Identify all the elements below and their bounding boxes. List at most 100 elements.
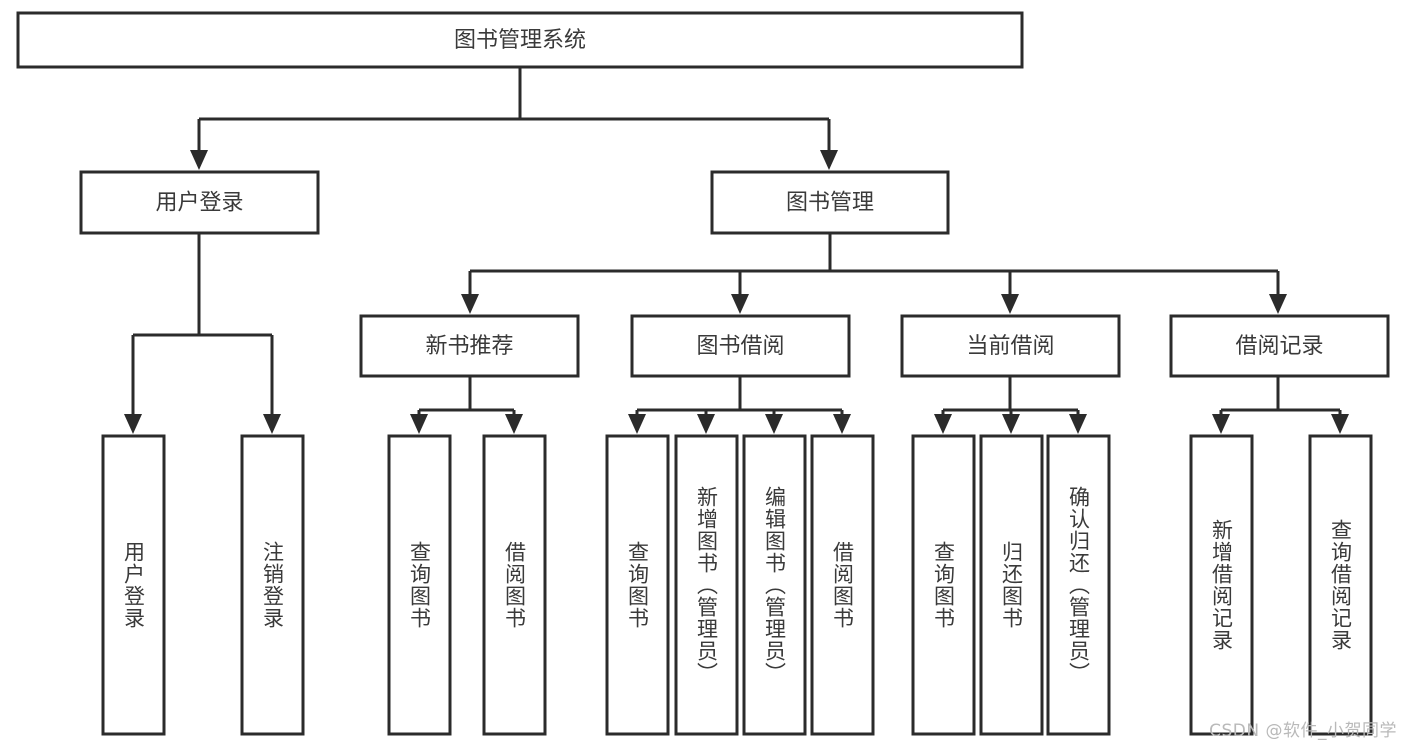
arrow-head-icon — [124, 414, 142, 434]
node-leaf-user-logout[interactable] — [240, 434, 305, 736]
arrow-head-icon — [1069, 414, 1087, 434]
node-leaf-user-login[interactable] — [101, 434, 166, 736]
node-root[interactable]: 图书管理系统 — [16, 11, 1024, 69]
arrow-head-icon — [934, 414, 952, 434]
node-label-wrap-leaf-query-book-borrow: 查询图书 — [607, 442, 668, 728]
node-leaf-query-book-current[interactable] — [911, 434, 976, 736]
node-label-leaf-add-record: 新增借阅记录 — [1209, 519, 1234, 651]
arrow-head-icon — [820, 150, 838, 170]
node-box-root[interactable] — [16, 11, 1024, 69]
node-box-leaf-query-book-current[interactable] — [911, 434, 976, 736]
connector-group-bus-user-login — [124, 233, 281, 434]
node-label-root: 图书管理系统 — [454, 28, 586, 53]
node-user-login[interactable]: 用户登录 — [79, 170, 320, 235]
node-label-leaf-add-book: 新增图书（管理员） — [694, 486, 719, 684]
node-box-user-login[interactable] — [79, 170, 320, 235]
node-box-leaf-add-book[interactable] — [674, 434, 739, 736]
node-box-leaf-borrow-book-rec[interactable] — [482, 434, 547, 736]
node-label-user-login: 用户登录 — [155, 191, 243, 216]
node-leaf-borrow-book[interactable] — [810, 434, 875, 736]
node-box-leaf-query-book-borrow[interactable] — [605, 434, 670, 736]
node-box-leaf-return-book[interactable] — [979, 434, 1044, 736]
arrow-head-icon — [1212, 414, 1230, 434]
node-label-wrap-leaf-query-book-current: 查询图书 — [913, 442, 974, 728]
arrow-head-icon — [190, 150, 208, 170]
node-current-borrow[interactable]: 当前借阅 — [900, 314, 1121, 378]
node-label-new-book-rec: 新书推荐 — [425, 334, 513, 359]
arrow-head-icon — [833, 414, 851, 434]
arrow-head-icon — [731, 294, 749, 314]
node-label-leaf-query-book-borrow: 查询图书 — [625, 541, 650, 629]
node-box-new-book-rec[interactable] — [359, 314, 580, 378]
node-label-borrow-record: 借阅记录 — [1235, 334, 1323, 359]
connector-group-bus-book-borrow — [628, 376, 851, 434]
node-borrow-record[interactable]: 借阅记录 — [1169, 314, 1390, 378]
node-label-leaf-user-login: 用户登录 — [121, 541, 146, 629]
node-box-leaf-query-book-rec[interactable] — [387, 434, 452, 736]
node-new-book-rec[interactable]: 新书推荐 — [359, 314, 580, 378]
arrow-head-icon — [1269, 294, 1287, 314]
node-box-current-borrow[interactable] — [900, 314, 1121, 378]
node-label-wrap-leaf-query-record: 查询借阅记录 — [1310, 442, 1371, 728]
node-label-leaf-user-logout: 注销登录 — [260, 541, 285, 629]
node-label-wrap-leaf-confirm-return: 确认归还（管理员） — [1048, 442, 1109, 728]
node-label-book-manage: 图书管理 — [786, 191, 874, 216]
arrow-head-icon — [1002, 414, 1020, 434]
node-box-leaf-edit-book[interactable] — [742, 434, 807, 736]
node-label-leaf-borrow-book-rec: 借阅图书 — [502, 541, 527, 629]
node-leaf-borrow-book-rec[interactable] — [482, 434, 547, 736]
node-book-borrow[interactable]: 图书借阅 — [630, 314, 851, 378]
node-box-borrow-record[interactable] — [1169, 314, 1390, 378]
node-label-leaf-return-book: 归还图书 — [999, 541, 1024, 629]
node-label-wrap-leaf-borrow-book: 借阅图书 — [812, 442, 873, 728]
node-box-leaf-query-record[interactable] — [1308, 434, 1373, 736]
node-label-book-borrow: 图书借阅 — [696, 334, 784, 359]
connector-group-bus-book-manage — [461, 233, 1287, 314]
node-box-book-manage[interactable] — [710, 170, 950, 235]
node-label-leaf-query-book-rec: 查询图书 — [407, 541, 432, 629]
node-leaf-query-book-borrow[interactable] — [605, 434, 670, 736]
connector-group-bus-root — [190, 67, 838, 170]
connector-group-bus-new-book-rec — [410, 376, 523, 434]
node-leaf-add-record[interactable] — [1189, 434, 1254, 736]
node-leaf-query-book-rec[interactable] — [387, 434, 452, 736]
node-book-manage[interactable]: 图书管理 — [710, 170, 950, 235]
node-label-leaf-borrow-book: 借阅图书 — [830, 541, 855, 629]
node-box-leaf-user-logout[interactable] — [240, 434, 305, 736]
node-label-wrap-leaf-user-login: 用户登录 — [103, 442, 164, 728]
node-label-leaf-query-record: 查询借阅记录 — [1328, 519, 1353, 651]
node-label-wrap-leaf-edit-book: 编辑图书（管理员） — [744, 442, 805, 728]
node-leaf-query-record[interactable] — [1308, 434, 1373, 736]
node-box-leaf-user-login[interactable] — [101, 434, 166, 736]
node-label-wrap-leaf-add-book: 新增图书（管理员） — [676, 442, 737, 728]
arrow-head-icon — [1001, 294, 1019, 314]
node-label-wrap-leaf-return-book: 归还图书 — [981, 442, 1042, 728]
node-label-wrap-leaf-add-record: 新增借阅记录 — [1191, 442, 1252, 728]
node-leaf-return-book[interactable] — [979, 434, 1044, 736]
node-box-leaf-borrow-book[interactable] — [810, 434, 875, 736]
node-label-leaf-confirm-return: 确认归还（管理员） — [1066, 486, 1091, 684]
node-label-wrap-leaf-user-logout: 注销登录 — [242, 442, 303, 728]
node-leaf-add-book[interactable] — [674, 434, 739, 736]
node-leaf-confirm-return[interactable] — [1046, 434, 1111, 736]
arrow-head-icon — [263, 414, 281, 434]
arrow-head-icon — [765, 414, 783, 434]
watermark-text: CSDN @软件_小贺同学 — [1209, 721, 1397, 741]
node-box-leaf-confirm-return[interactable] — [1046, 434, 1111, 736]
arrow-head-icon — [505, 414, 523, 434]
node-label-wrap-leaf-query-book-rec: 查询图书 — [389, 442, 450, 728]
node-label-leaf-query-book-current: 查询图书 — [931, 541, 956, 629]
node-leaf-edit-book[interactable] — [742, 434, 807, 736]
arrow-head-icon — [1331, 414, 1349, 434]
node-label-wrap-leaf-borrow-book-rec: 借阅图书 — [484, 442, 545, 728]
connector-group-bus-borrow-record — [1212, 376, 1349, 434]
arrow-head-icon — [628, 414, 646, 434]
arrow-head-icon — [697, 414, 715, 434]
connector-group-bus-current-borrow — [934, 376, 1087, 434]
arrow-head-icon — [461, 294, 479, 314]
node-label-leaf-edit-book: 编辑图书（管理员） — [762, 486, 787, 684]
node-box-book-borrow[interactable] — [630, 314, 851, 378]
node-box-leaf-add-record[interactable] — [1189, 434, 1254, 736]
